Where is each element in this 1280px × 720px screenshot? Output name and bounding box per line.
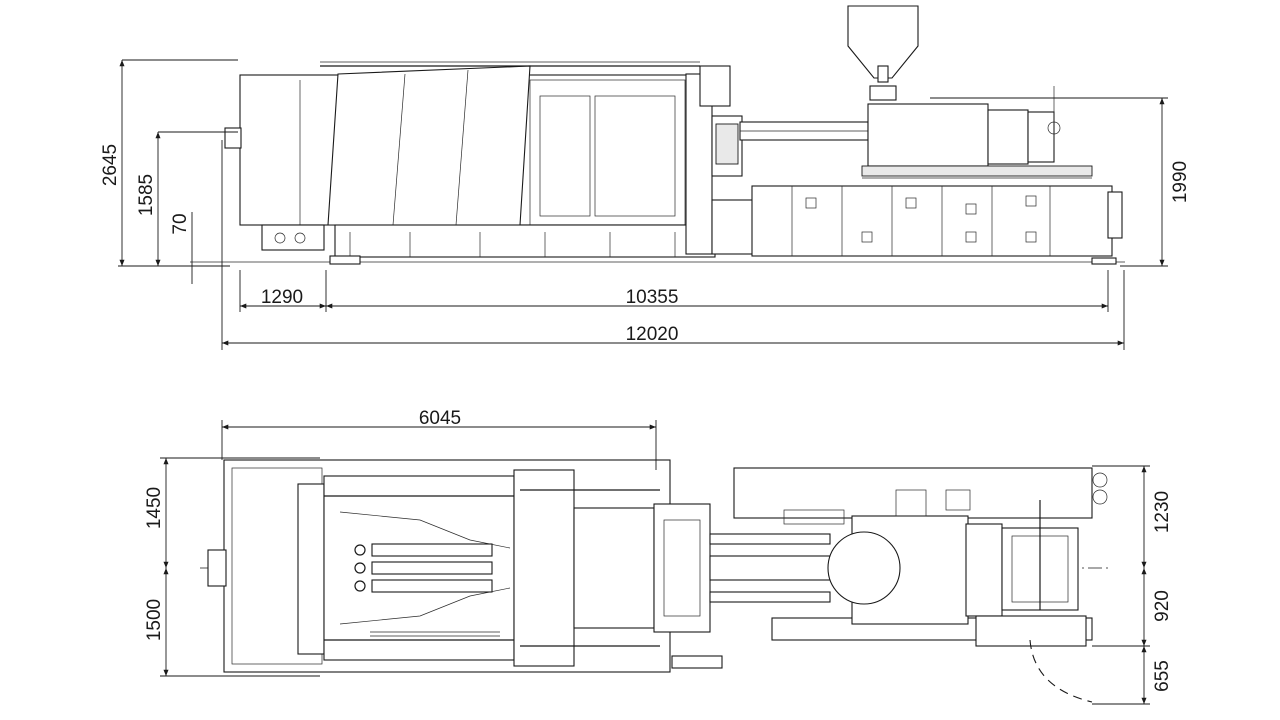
dim-inj-lower-width: 920 bbox=[1152, 590, 1173, 622]
side-view: 2645 1585 70 1990 1290 10355 12020 bbox=[100, 5, 1191, 350]
dim-clamp-length: 6045 bbox=[419, 408, 461, 429]
dim-door-swing: 655 bbox=[1152, 660, 1173, 692]
dim-upper-width: 1450 bbox=[144, 487, 165, 529]
injection-unit-side bbox=[739, 5, 1123, 265]
dim-main-length: 10355 bbox=[626, 287, 679, 308]
clamp-unit-side bbox=[224, 61, 716, 265]
top-view: 6045 1450 1500 1230 920 655 bbox=[144, 408, 1173, 705]
dim-left-section: 1290 bbox=[261, 287, 303, 308]
dim-base-height: 70 bbox=[170, 213, 191, 234]
injection-unit-top bbox=[709, 467, 1108, 647]
dim-inj-upper-width: 1230 bbox=[1152, 491, 1173, 533]
dim-overall-height: 2645 bbox=[100, 144, 121, 186]
clamp-unit-top bbox=[207, 459, 723, 673]
fixed-platen-side bbox=[685, 65, 763, 255]
dim-lower-width: 1500 bbox=[144, 599, 165, 641]
dim-right-height: 1990 bbox=[1170, 161, 1191, 203]
dim-mid-height: 1585 bbox=[136, 174, 157, 216]
dim-total-length: 12020 bbox=[626, 324, 679, 345]
door-swing-arc bbox=[1029, 639, 1093, 703]
